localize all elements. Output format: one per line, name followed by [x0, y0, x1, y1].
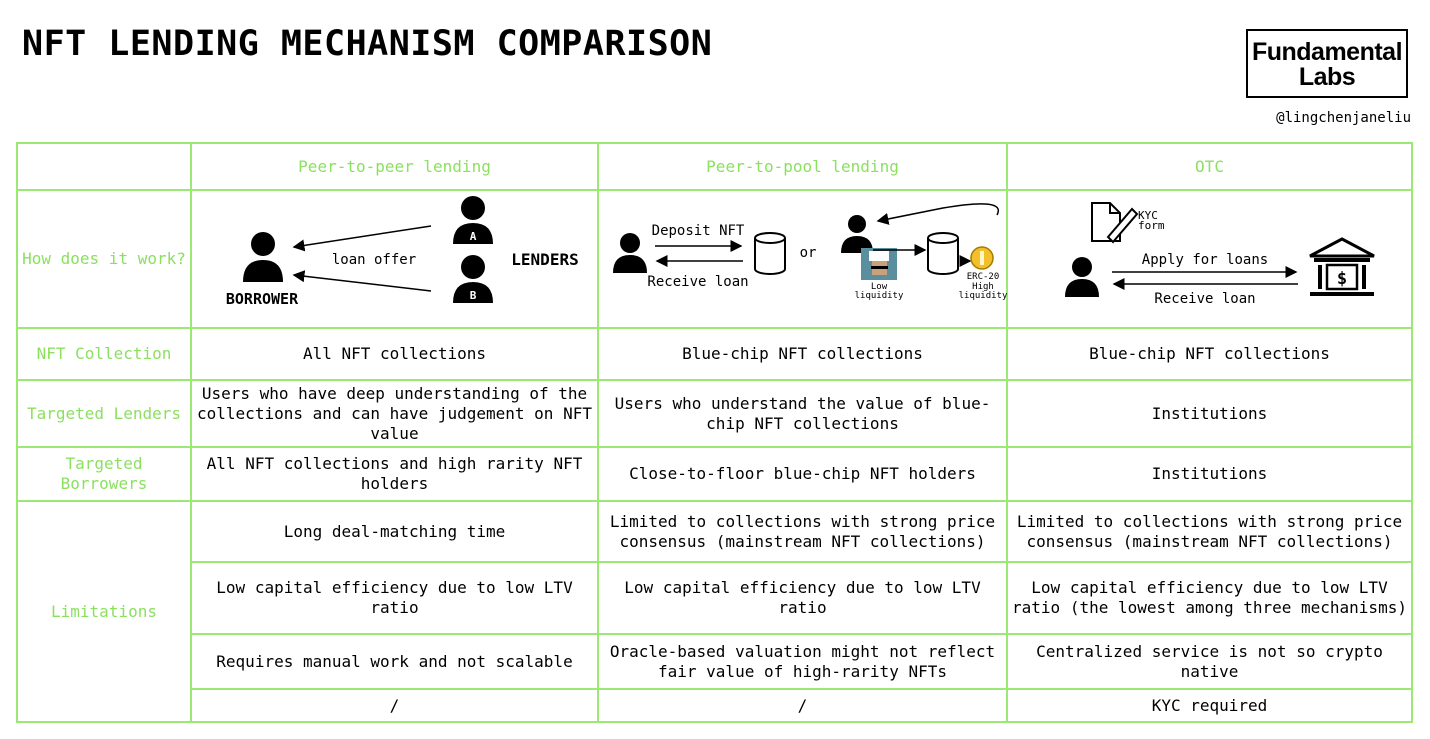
return-arrow — [876, 203, 1000, 225]
lender-b-label: B — [470, 289, 477, 302]
column-header-pool: Peer-to-pool lending — [597, 142, 1008, 191]
limitations-row-3: Requires manual work and not scalable Or… — [17, 633, 1413, 690]
row-label-lenders: Targeted Lenders — [16, 379, 192, 448]
cell-limitation-1-pool: Limited to collections with strong price… — [597, 500, 1008, 563]
row-label-limitations: Limitations — [16, 500, 192, 723]
erc20-label: ERC-20 — [967, 272, 1000, 282]
cell-limitation-3-otc: Centralized service is not so crypto nat… — [1006, 633, 1413, 690]
nft-avatar-icon — [861, 248, 897, 280]
high-liquidity-label-1: High — [972, 282, 994, 292]
bank-icon: $ — [1309, 237, 1375, 296]
borrower-person-icon — [1065, 257, 1099, 297]
cell-lenders-pool: Users who understand the value of blue-c… — [597, 379, 1008, 448]
cell-limitation-4-pool: / — [597, 688, 1008, 723]
row-label-how: How does it work? — [16, 189, 192, 329]
p2p-diagram: BORROWER A B loan offer LENDERS — [190, 189, 599, 329]
kyc-form-icon — [1091, 202, 1139, 244]
low-liquidity-label-2: liquidity — [855, 291, 904, 301]
author-handle: @lingchenjaneliu — [1276, 110, 1411, 126]
pool-diagram-svg: Deposit NFT Receive loan or — [613, 203, 1008, 301]
header-row: Peer-to-peer lending Peer-to-pool lendin… — [16, 142, 1413, 191]
cell-limitation-1-otc: Limited to collections with strong price… — [1006, 500, 1413, 563]
collection-row: NFT Collection All NFT collections Blue-… — [16, 327, 1413, 381]
loan-offer-label: loan offer — [332, 252, 416, 268]
cell-limitation-3-pool: Oracle-based valuation might not reflect… — [597, 633, 1008, 690]
limitations-row-1: Limitations Long deal-matching time Limi… — [16, 500, 1413, 723]
cell-borrowers-pool: Close-to-floor blue-chip NFT holders — [597, 446, 1008, 502]
cell-limitation-1-p2p: Long deal-matching time — [190, 500, 599, 563]
fundamental-labs-logo: Fundamental Labs — [1246, 29, 1408, 98]
limitations-row-4: / / KYC required — [17, 688, 1413, 723]
deposit-nft-label: Deposit NFT — [652, 223, 745, 239]
lender-b-icon: B — [453, 255, 493, 303]
borrowers-row: Targeted Borrowers All NFT collections a… — [16, 446, 1413, 502]
lenders-label: LENDERS — [511, 250, 578, 269]
cell-collection-pool: Blue-chip NFT collections — [597, 327, 1008, 381]
p2p-diagram-svg: BORROWER A B loan offer LENDERS — [226, 196, 579, 308]
page-title: NFT LENDING MECHANISM COMPARISON — [22, 24, 713, 64]
otc-diagram: KYC form Apply for loans Receive loan $ — [1006, 189, 1413, 329]
or-label: or — [800, 245, 817, 261]
cell-limitation-4-p2p: / — [190, 688, 599, 723]
logo-line-2: Labs — [1298, 63, 1356, 91]
logo-line-1: Fundamental — [1251, 38, 1403, 66]
cell-limitation-2-otc: Low capital efficiency due to low LTV ra… — [1006, 561, 1413, 635]
bank-dollar-sign: $ — [1337, 269, 1347, 289]
pool-cylinder-icon-2 — [927, 232, 959, 275]
offer-arrow-b — [292, 270, 432, 292]
cell-limitation-4-otc: KYC required — [1006, 688, 1413, 723]
comparison-table: Peer-to-peer lending Peer-to-pool lendin… — [16, 142, 1413, 723]
lenders-row: Targeted Lenders Users who have deep und… — [16, 379, 1413, 448]
lender-person-icon — [841, 215, 873, 253]
depositor-person-icon — [613, 233, 647, 273]
high-liquidity-label-2: liquidity — [959, 291, 1008, 301]
lender-a-label: A — [470, 230, 477, 243]
receive-loan-label: Receive loan — [1154, 291, 1255, 307]
cell-borrowers-p2p: All NFT collections and high rarity NFT … — [190, 446, 599, 502]
borrower-person-icon — [243, 232, 283, 282]
offer-arrow-a — [292, 225, 432, 252]
kyc-label-1: KYC — [1138, 209, 1158, 222]
limitations-row-2: Low capital efficiency due to low LTV ra… — [17, 561, 1413, 635]
pool-diagram: Deposit NFT Receive loan or — [597, 189, 1008, 329]
otc-diagram-svg: KYC form Apply for loans Receive loan $ — [1065, 202, 1375, 307]
low-liquidity-label-1: Low — [871, 282, 888, 292]
cell-collection-p2p: All NFT collections — [190, 327, 599, 381]
column-header-p2p: Peer-to-peer lending — [190, 142, 599, 191]
borrower-label: BORROWER — [226, 290, 299, 308]
cell-lenders-p2p: Users who have deep understanding of the… — [190, 379, 599, 448]
receive-loan-label: Receive loan — [647, 274, 748, 290]
how-row: How does it work? BORROWER A — [16, 189, 1413, 329]
cell-borrowers-otc: Institutions — [1006, 446, 1413, 502]
kyc-label-2: form — [1138, 219, 1165, 232]
pool-cylinder-icon — [754, 232, 786, 275]
cell-limitation-2-p2p: Low capital efficiency due to low LTV ra… — [190, 561, 599, 635]
corner-cell — [16, 142, 192, 191]
lender-a-icon: A — [453, 196, 493, 244]
cell-lenders-otc: Institutions — [1006, 379, 1413, 448]
row-label-collection: NFT Collection — [16, 327, 192, 381]
cell-limitation-2-pool: Low capital efficiency due to low LTV ra… — [597, 561, 1008, 635]
erc20-coin-icon — [970, 246, 994, 270]
column-header-otc: OTC — [1006, 142, 1413, 191]
cell-collection-otc: Blue-chip NFT collections — [1006, 327, 1413, 381]
row-label-borrowers: Targeted Borrowers — [16, 446, 192, 502]
cell-limitation-3-p2p: Requires manual work and not scalable — [190, 633, 599, 690]
apply-for-loans-label: Apply for loans — [1142, 252, 1268, 268]
